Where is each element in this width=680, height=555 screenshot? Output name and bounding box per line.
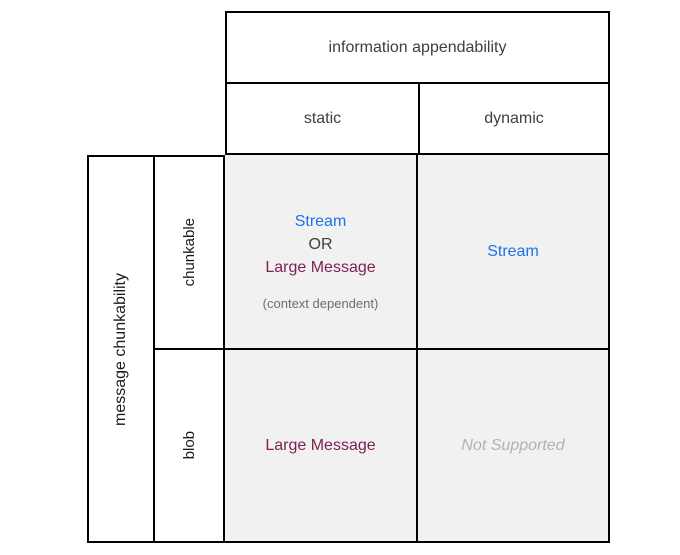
cell-chunkable-static-stream: Stream (294, 213, 347, 230)
cell-blob-static: Large Message (225, 350, 418, 541)
row-axis-title-cell: message chunkability (89, 157, 155, 541)
row-header-chunkable: chunkable (155, 157, 223, 350)
column-axis-title-cell: information appendability (227, 13, 608, 84)
cell-blob-dynamic: Not Supported (418, 350, 608, 541)
row-axis-title: message chunkability (112, 272, 129, 426)
cell-chunkable-dynamic: Stream (418, 155, 608, 350)
column-header-static: static (227, 84, 420, 153)
column-header-dynamic-label: dynamic (484, 109, 544, 127)
row-headers-column: chunkable blob (155, 157, 223, 541)
row-axis-header: message chunkability chunkable blob (87, 155, 225, 543)
row-header-blob: blob (155, 350, 223, 541)
cell-chunkable-static-note: (context dependent) (262, 296, 379, 311)
matrix-cells: Stream OR Large Message (context depende… (225, 155, 610, 543)
cell-chunkable-dynamic-value: Stream (487, 242, 539, 260)
cell-chunkable-static-or: OR (308, 236, 333, 253)
cell-blob-static-value: Large Message (265, 436, 376, 454)
row-header-blob-label: blob (180, 431, 198, 460)
column-header-dynamic: dynamic (420, 84, 608, 153)
row-header-chunkable-label: chunkable (180, 218, 198, 287)
column-headers-row: static dynamic (227, 84, 608, 153)
column-axis-header: information appendability static dynamic (225, 11, 610, 155)
cell-chunkable-static: Stream OR Large Message (context depende… (225, 155, 418, 350)
column-header-static-label: static (303, 109, 342, 127)
cell-blob-dynamic-value: Not Supported (461, 436, 565, 454)
cell-chunkable-static-large-message: Large Message (265, 259, 376, 276)
column-axis-title: information appendability (328, 38, 507, 56)
